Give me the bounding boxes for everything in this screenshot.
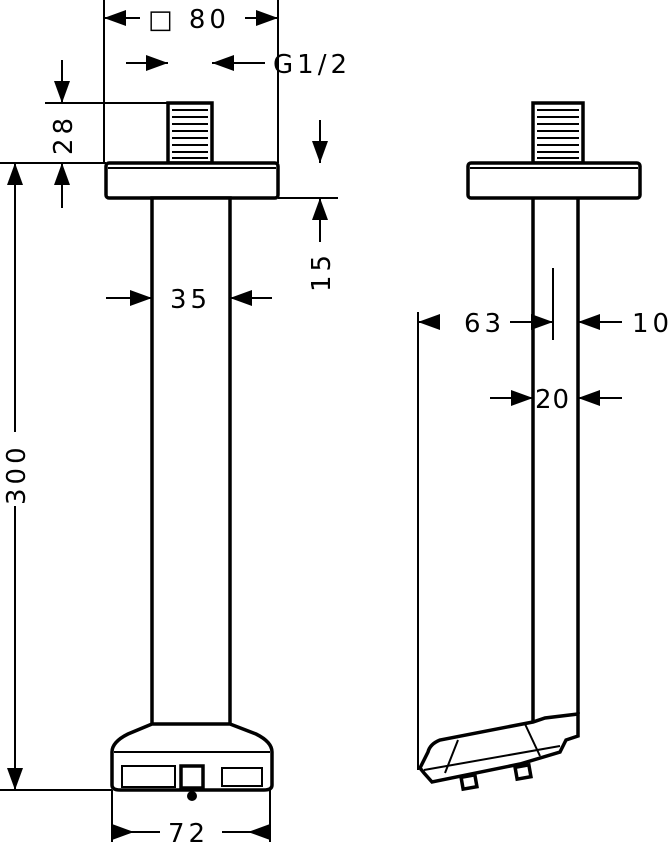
thread-nipple-side: [531, 101, 585, 165]
dim-height-300: 300: [0, 163, 112, 791]
dim-thread: G1/2: [126, 50, 351, 80]
dim-offset-63: 63: [417, 309, 553, 770]
dim-label-15: 15: [307, 251, 337, 292]
dim-label-300: 300: [2, 443, 32, 505]
dim-label-10: 10: [632, 309, 672, 339]
dim-label-20: 20: [535, 385, 570, 415]
dim-width-80: □ 80: [103, 0, 279, 163]
dim-label-80: □ 80: [148, 5, 230, 35]
flange-side: [466, 161, 642, 200]
dim-label-35: 35: [170, 285, 211, 315]
thread-nipple: [166, 101, 214, 165]
dim-label-28: 28: [49, 114, 79, 155]
side-view: 63 10 20: [417, 101, 672, 792]
dim-label-g12: G1/2: [273, 50, 351, 80]
shower-head-side: [417, 712, 580, 792]
dim-gap-10: 10: [578, 309, 672, 339]
dim-width-72: 72: [111, 790, 271, 849]
shower-head-connector: [110, 722, 274, 801]
dim-label-63: 63: [464, 309, 505, 339]
dim-label-72: 72: [168, 819, 209, 849]
tube-side: [531, 198, 580, 722]
dim-depth-20: 20: [490, 385, 622, 415]
dim-height-15: 15: [278, 120, 338, 292]
dim-width-35: 35: [106, 285, 272, 315]
dim-height-28: 28: [0, 60, 168, 208]
front-view: □ 80 G1/2 28 15: [0, 0, 351, 849]
tube: [150, 196, 232, 748]
